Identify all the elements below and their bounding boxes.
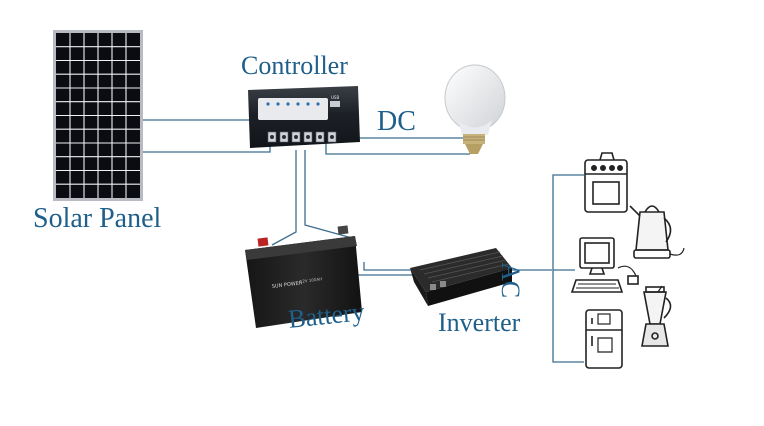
wire-battery-to-inverter-2	[363, 262, 418, 271]
battery-icon: SUN POWER 12V 100AH	[245, 225, 362, 328]
wire-controller-to-battery-2	[304, 150, 353, 239]
blender-icon	[641, 285, 672, 347]
battery-model-text: 12V 100AH	[300, 276, 323, 284]
ac-label: AC	[496, 262, 525, 299]
solar-panel-label: Solar Panel	[33, 203, 162, 234]
battery-brand-text: SUN POWER	[272, 280, 304, 290]
refrigerator-icon	[585, 309, 623, 369]
light-bulb-icon	[444, 64, 506, 154]
charge-controller-icon: USB	[248, 86, 360, 148]
dc-label: DC	[377, 106, 416, 137]
controller-label: Controller	[241, 51, 348, 80]
wire-controller-to-battery-1	[271, 150, 297, 246]
wire-controller-to-bulb-2	[325, 143, 470, 155]
usb-port-icon	[330, 101, 340, 107]
computer-icon	[570, 237, 639, 293]
wire-battery-to-inverter-1	[355, 257, 420, 276]
solar-panel-icon	[53, 30, 143, 201]
ac-bus-bracket	[552, 174, 584, 363]
inverter-label: Inverter	[438, 308, 521, 337]
kettle-icon	[629, 205, 685, 259]
stove-icon	[584, 152, 628, 213]
controller-usb-text: USB	[331, 95, 339, 100]
inverter-icon	[410, 248, 512, 306]
